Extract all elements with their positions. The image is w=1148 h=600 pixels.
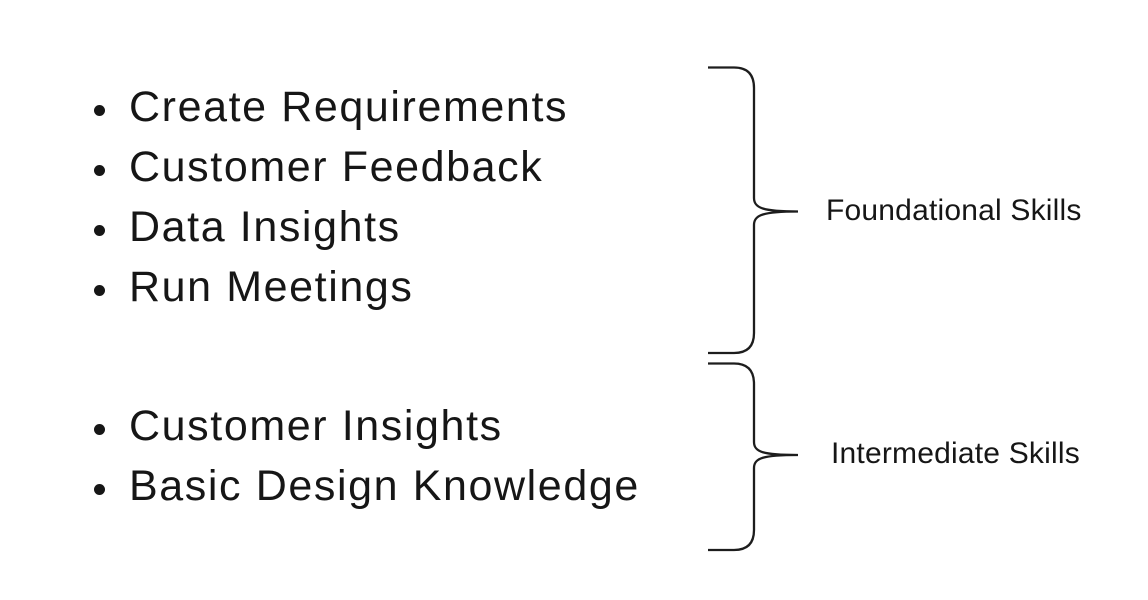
list-item-text: Create Requirements	[129, 83, 569, 131]
bullet-icon	[94, 164, 105, 176]
foundational-skills-label: Foundational Skills	[826, 194, 1082, 227]
bullet-icon	[94, 224, 105, 236]
foundational-brace-icon	[708, 66, 799, 355]
list-item-text: Run Meetings	[129, 263, 414, 311]
list-item: Data Insights	[94, 197, 568, 257]
list-item-text: Data Insights	[129, 203, 401, 251]
intermediate-brace-icon	[708, 362, 799, 552]
list-item: Customer Insights	[94, 396, 640, 456]
list-item-text: Customer Feedback	[129, 143, 544, 191]
intermediate-skills-list: Customer Insights Basic Design Knowledge	[94, 396, 640, 516]
brace-path	[708, 66, 799, 355]
bullet-icon	[94, 104, 105, 116]
list-item: Customer Feedback	[94, 137, 568, 197]
list-item: Run Meetings	[94, 257, 568, 317]
bullet-icon	[94, 423, 105, 435]
intermediate-skills-label: Intermediate Skills	[831, 437, 1080, 470]
list-item-text: Customer Insights	[129, 402, 503, 450]
list-item: Create Requirements	[94, 77, 568, 137]
list-item-text: Basic Design Knowledge	[129, 462, 640, 510]
list-item: Basic Design Knowledge	[94, 456, 640, 516]
brace-path	[708, 362, 799, 552]
bullet-icon	[94, 284, 105, 296]
bullet-icon	[94, 483, 105, 495]
foundational-skills-list: Create Requirements Customer Feedback Da…	[94, 77, 568, 317]
